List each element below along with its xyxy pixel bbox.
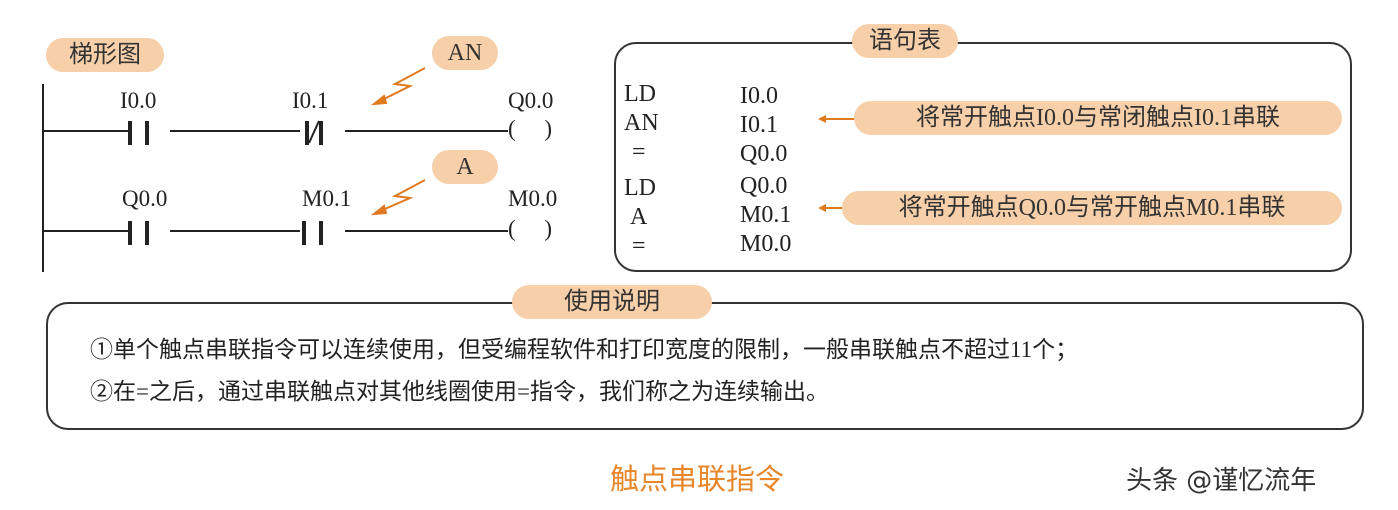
usage-line-2: ②在=之后，通过串联触点对其他线圈使用=指令，我们称之为连续输出。 (90, 379, 829, 404)
watermark: 头条 @谨忆流年 (1126, 466, 1317, 496)
label-i01: I0.1 (292, 88, 329, 113)
label-q00: Q0.0 (508, 88, 554, 113)
op: A (630, 204, 648, 230)
statement-args-1: I0.0 I0.1 Q0.0 (740, 82, 787, 169)
op: AN (624, 110, 659, 136)
caption: 触点串联指令 (610, 462, 785, 496)
arg: I0.0 (740, 83, 778, 109)
lightning-arrow-a (377, 179, 426, 213)
arg: I0.1 (740, 112, 778, 138)
lightning-arrow-an (377, 67, 426, 103)
statement-title: 语句表 (852, 24, 958, 58)
label-m00: M0.0 (508, 186, 558, 211)
arg: Q0.0 (740, 173, 788, 199)
op: = (632, 139, 646, 165)
note-series-nc: 将常开触点I0.0与常闭触点I0.1串联 (854, 101, 1342, 135)
note-series-no: 将常开触点Q0.0与常开触点M0.1串联 (842, 191, 1342, 225)
label-q00-contact: Q0.0 (122, 186, 168, 211)
statement-args-2: Q0.0 M0.1 M0.0 (740, 172, 791, 259)
statement-box (614, 42, 1352, 272)
an-tag: AN (432, 36, 498, 70)
statement-ops-1: LD AN = (624, 80, 684, 167)
coil-m00: ( ) (508, 216, 553, 241)
ladder-diagram (42, 67, 508, 272)
op: LD (624, 175, 656, 201)
arg: M0.0 (740, 231, 792, 257)
label-m01: M0.1 (302, 186, 352, 211)
coil-q00: ( ) (508, 116, 553, 141)
usage-title: 使用说明 (512, 285, 712, 319)
a-tag: A (432, 150, 498, 184)
usage-line-1: ①单个触点串联指令可以连续使用，但受编程软件和打印宽度的限制，一般串联触点不超过… (90, 337, 1079, 362)
label-i00: I0.0 (120, 88, 157, 113)
ladder-title: 梯形图 (46, 38, 164, 72)
usage-box (46, 302, 1364, 430)
op: = (632, 233, 646, 259)
arg: Q0.0 (740, 141, 788, 167)
op: LD (624, 81, 656, 107)
statement-ops-2: LD A = (624, 174, 656, 261)
arg: M0.1 (740, 202, 792, 228)
